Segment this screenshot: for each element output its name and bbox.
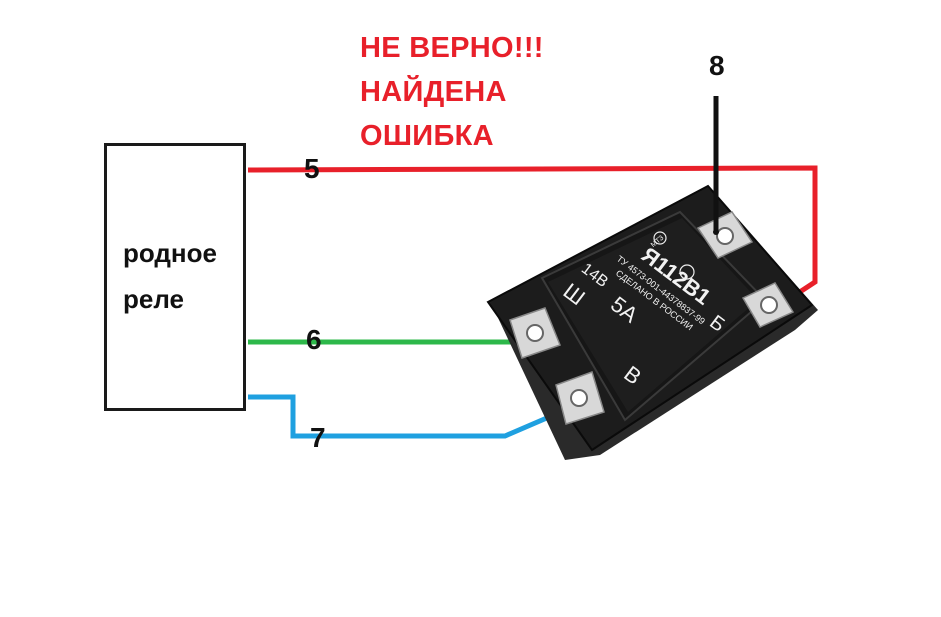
- error-warning-text: НЕ ВЕРНО!!! НАЙДЕНА ОШИБКА: [360, 26, 544, 158]
- relay-label: родное реле: [123, 230, 217, 322]
- warning-line-1: НЕ ВЕРНО!!!: [360, 32, 544, 64]
- warning-line-3: ОШИБКА: [360, 120, 494, 152]
- native-relay-box: родное реле: [104, 143, 246, 411]
- wire-7-label: 7: [310, 422, 326, 453]
- wire-5-label: 5: [304, 153, 320, 184]
- wire-8-label: 8: [709, 50, 725, 81]
- certification-mark-icon: [679, 264, 695, 280]
- wire-6-label: 6: [306, 324, 322, 355]
- warning-line-2: НАЙДЕНА: [360, 76, 507, 108]
- relay-label-line-1: родное: [123, 238, 217, 268]
- brand-logo-icon: [653, 231, 667, 245]
- voltage-regulator: Я112В1 ТУ 4573-001-44378837-99 СДЕЛАНО В…: [486, 184, 818, 460]
- wire-7-blue: [248, 394, 571, 439]
- relay-label-line-2: реле: [123, 284, 184, 314]
